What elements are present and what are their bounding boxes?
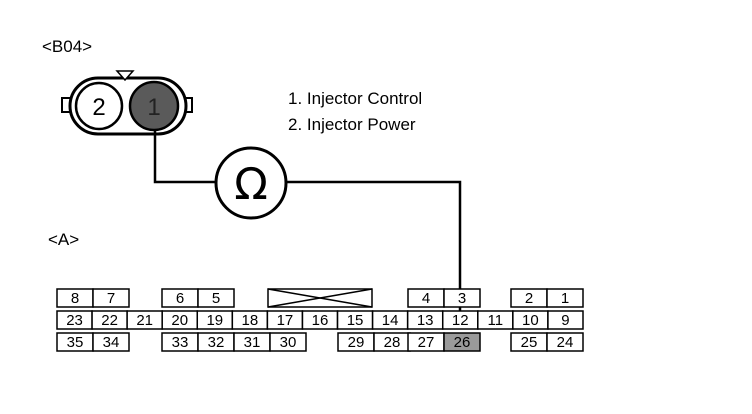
connector-b04-pin-2 [74,81,124,131]
connector-b04-pin-1-label: 1 [147,94,160,121]
pin-1-cavity [546,288,584,308]
pin-10: 10 [522,312,539,329]
pin-18: 18 [242,312,259,329]
ohm-icon: Ω [234,159,268,210]
connector-b04-label: <B04> [42,37,92,56]
pin-30: 30 [280,334,297,351]
pin-3: 3 [458,290,466,307]
connector-b04: 2 1 [61,70,193,136]
pin-24-cavity [546,332,584,352]
pin-34-cavity [92,332,130,352]
legend-item-1: 1. Injector Control [288,89,422,108]
pin-9: 9 [561,312,569,329]
blocked-cavity-cross-2 [267,288,373,308]
pin-7-cavity [92,288,130,308]
connector-b04-key-marker [115,70,135,82]
pin-9-cavity [547,310,584,330]
pin-5: 5 [212,290,220,307]
pin-8: 8 [71,290,79,307]
pin-19: 19 [206,312,223,329]
pin-15: 15 [347,312,364,329]
pin-35: 35 [67,334,84,351]
pin-34: 34 [103,334,120,351]
pin-12: 12 [452,312,469,329]
wire-meter-to-pin-12 [286,180,462,327]
pin-4: 4 [422,290,430,307]
pin-20: 20 [171,312,188,329]
ohmmeter: Ω [214,146,288,220]
pin-7: 7 [107,290,115,307]
pin-30-cavity [269,332,307,352]
pin-11: 11 [488,312,504,329]
ohmmeter-circle [214,146,288,220]
connector-b04-pin-2-label: 2 [92,94,105,121]
pin-23: 23 [66,312,83,329]
pin-27: 27 [418,334,435,351]
pin-13: 13 [417,312,434,329]
pin-14: 14 [382,312,399,329]
pin-5-cavity [197,288,235,308]
pin-33: 33 [172,334,189,351]
legend-item-2: 2. Injector Power [288,115,416,134]
wire-b04-to-meter [153,130,215,184]
pin-3-cavity [443,288,481,308]
pin-22: 22 [101,312,118,329]
pin-26-cavity [443,332,481,352]
pin-28: 28 [384,334,401,351]
pin-25: 25 [521,334,538,351]
pin-24: 24 [557,334,574,351]
pin-32: 32 [208,334,225,351]
connector-a-label: <A> [48,230,79,249]
pin-1: 1 [561,290,569,307]
pin-6: 6 [176,290,184,307]
pin-26: 26 [454,334,471,351]
pin-17: 17 [277,312,294,329]
pin-2: 2 [525,290,533,307]
pin-29: 29 [348,334,365,351]
pin-16: 16 [312,312,329,329]
pin-31: 31 [244,334,261,351]
pin-21: 21 [136,312,153,329]
